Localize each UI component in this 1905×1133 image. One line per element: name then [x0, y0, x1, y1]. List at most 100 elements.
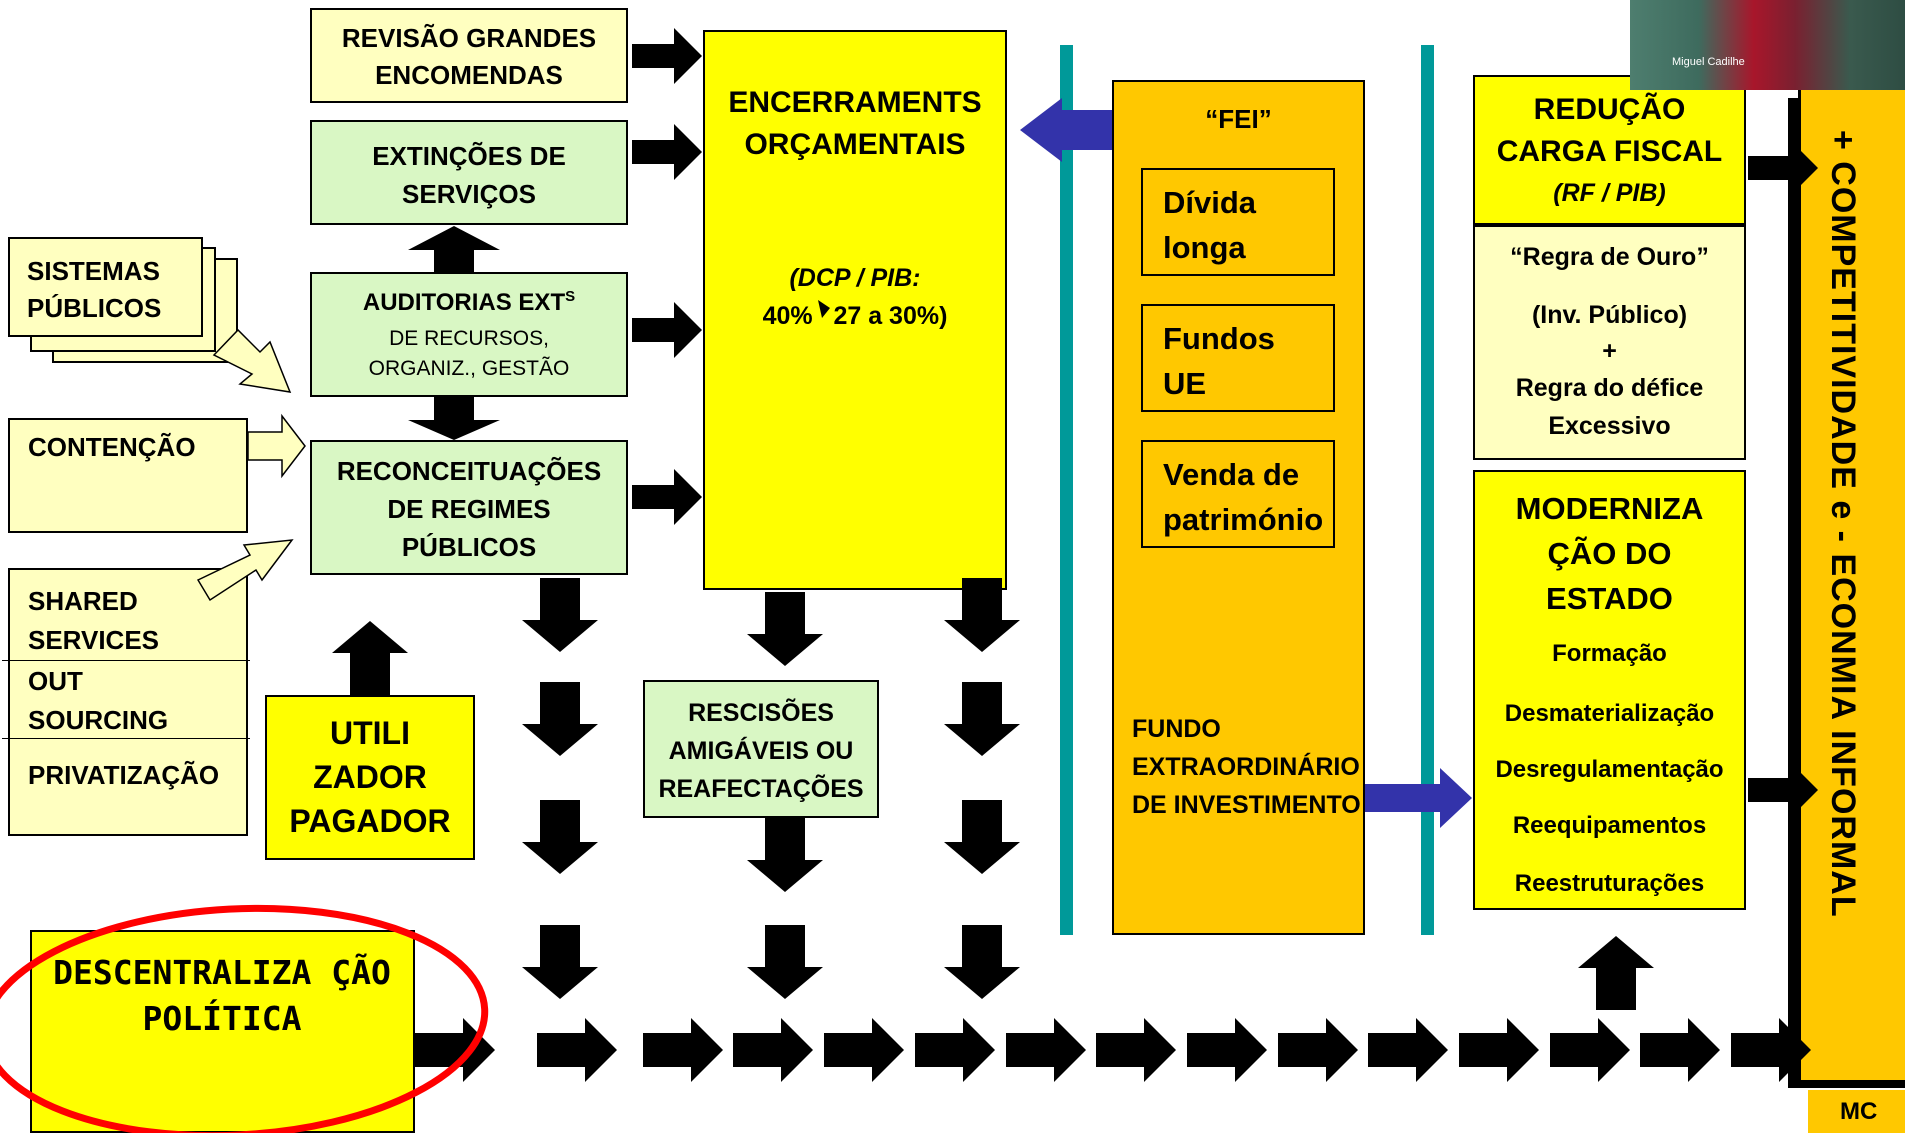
dcp-small-arrow: [818, 300, 830, 318]
arrow-reconceituacoes-to-encerramentos: [632, 469, 702, 525]
arrow-bottom-5: [824, 1018, 904, 1082]
competitividade-bar: + COMPETITIVIDADE e - ECONMIA INFORMAL: [1798, 90, 1905, 1080]
dcp-values: 40% 27 a 30%): [762, 302, 948, 330]
teal-divider-left: [1060, 45, 1073, 935]
revisao-box: REVISÃO GRANDES ENCOMENDAS: [310, 8, 628, 103]
mod-item-desregulamentacao: Desregulamentação: [1495, 756, 1724, 783]
auditorias-title: AUDITORIAS EXTS: [322, 288, 616, 317]
plus-label: +: [1602, 337, 1617, 365]
arrow-bottom-7: [1006, 1018, 1086, 1082]
arrow-bottom-6: [915, 1018, 995, 1082]
modernizacao-box: MODERNIZA ÇÃO DO ESTADO Formação Desmate…: [1473, 470, 1746, 910]
arrow-fei-to-encerramentos: [1020, 98, 1112, 162]
arrow-bottom-11: [1368, 1018, 1448, 1082]
arrow-down-c1-r3: [522, 800, 598, 874]
book-author-label: Miguel Cadilhe: [1672, 56, 1745, 68]
arrow-bottom-4: [733, 1018, 813, 1082]
arrow-bottom-12: [1459, 1018, 1539, 1082]
extincoes-box: EXTINÇÕES DE SERVIÇOS: [310, 120, 628, 225]
extincoes-label: EXTINÇÕES DE SERVIÇOS: [372, 141, 566, 209]
dcp-label: (DCP / PIB:: [789, 264, 921, 292]
shared-outsourcing-privatizacao-box: SHARED SERVICES OUT SOURCING PRIVATIZAÇÃ…: [2, 568, 250, 836]
arrow-down-c3-r1: [944, 578, 1020, 652]
arrow-bottom-8: [1096, 1018, 1176, 1082]
regra-defice-label: Regra do défice Excessivo: [1515, 374, 1704, 440]
arrow-extincoes-to-encerramentos: [632, 124, 702, 180]
book-cover: Miguel Cadilhe: [1630, 0, 1905, 90]
contencao-box: CONTENÇÃO: [8, 418, 248, 533]
utilizador-label: UTILI ZADOR PAGADOR: [289, 715, 451, 839]
arrow-down-c1-r1: [522, 578, 598, 652]
rescisoes-label: RESCISÕES AMIGÁVEIS OU REAFECTAÇÕES: [658, 699, 864, 803]
arrow-bottom-9: [1187, 1018, 1267, 1082]
arrow-fei-to-modernizacao: [1365, 768, 1472, 828]
reducao-box: REDUÇÃO CARGA FISCAL (RF / PIB): [1473, 75, 1746, 225]
mod-item-formacao: Formação: [1552, 640, 1667, 667]
teal-divider-right: [1421, 45, 1434, 935]
fei-label: “FEI”: [1205, 104, 1272, 134]
fei-box: “FEI” Dívida longa Fundos UE Venda de pa…: [1112, 80, 1365, 935]
encerramentos-box: ENCERRAMENTS ORÇAMENTAIS (DCP / PIB: 40%…: [703, 30, 1007, 590]
mc-tag: MC: [1808, 1090, 1905, 1133]
divida-box: Dívida longa: [1141, 168, 1335, 276]
shared-services-label: SHARED SERVICES: [28, 586, 160, 655]
divider-line-2: [2, 738, 250, 739]
arrow-down-c2-r2: [747, 818, 823, 892]
arrow-bottom-3: [643, 1018, 723, 1082]
regra-box: “Regra de Ouro” (Inv. Público) + Regra d…: [1473, 225, 1746, 460]
arrow-down-c1-r2: [522, 682, 598, 756]
regra-ouro-label: “Regra de Ouro”: [1510, 243, 1709, 271]
arrow-auditorias-down: [408, 397, 500, 440]
mod-item-reestruturacoes: Reestruturações: [1514, 870, 1705, 897]
arrow-down-c2-r1: [747, 592, 823, 666]
arrow-down-c1-r4: [522, 925, 598, 999]
sistemas-box: SISTEMAS PÚBLICOS: [8, 237, 203, 337]
arrow-bottom-13: [1550, 1018, 1630, 1082]
auditorias-box: AUDITORIAS EXTS DE RECURSOS, ORGANIZ., G…: [310, 272, 628, 397]
modernizacao-label: MODERNIZA ÇÃO DO ESTADO: [1515, 491, 1704, 616]
arrow-sistemas-to-reconceituacoes: [212, 328, 292, 393]
arrow-down-c3-r3: [944, 800, 1020, 874]
arrow-down-c2-r3: [747, 925, 823, 999]
arrow-revisao-to-encerramentos: [632, 28, 702, 84]
arrow-contencao-to-reconceituacoes: [247, 413, 306, 479]
divider-line-1: [2, 660, 250, 661]
auditorias-title-text: AUDITORIAS EXT: [362, 289, 566, 316]
auditorias-title-sup: S: [565, 288, 576, 305]
mod-item-reequipamentos: Reequipamentos: [1512, 812, 1707, 839]
descentralizacao-highlight-ellipse: [0, 904, 489, 1133]
arrow-bottom-2: [537, 1018, 617, 1082]
mc-label: MC: [1840, 1098, 1878, 1125]
reducao-label: REDUÇÃO CARGA FISCAL: [1496, 93, 1723, 168]
privatizacao-label: PRIVATIZAÇÃO: [28, 760, 220, 790]
mod-item-desmaterializacao: Desmaterialização: [1504, 700, 1715, 727]
arrow-down-c3-r2: [944, 682, 1020, 756]
competitividade-label: + COMPETITIVIDADE e - ECONMIA INFORMAL: [1824, 130, 1862, 918]
arrow-bottom-14: [1640, 1018, 1720, 1082]
arrow-bottom-15: [1731, 1018, 1811, 1082]
fundo-extra-label: FUNDO EXTRAORDINÁRIO DE INVESTIMENTO: [1132, 715, 1361, 819]
arrow-modernizacao-to-competitividade: [1748, 762, 1818, 818]
arrow-down-c3-r4: [944, 925, 1020, 999]
reconceituacoes-label: RECONCEITUAÇÕES DE REGIMES PÚBLICOS: [336, 456, 602, 562]
sistemas-label: SISTEMAS PÚBLICOS: [27, 256, 162, 323]
arrow-up-to-modernizacao: [1578, 936, 1654, 1010]
auditorias-sub: DE RECURSOS, ORGANIZ., GESTÃO: [368, 327, 570, 380]
inv-publico-label: (Inv. Público): [1531, 301, 1688, 329]
revisao-label: REVISÃO GRANDES ENCOMENDAS: [341, 23, 597, 90]
arrow-auditorias-up: [408, 226, 500, 272]
divida-label: Dívida longa: [1163, 185, 1257, 265]
venda-box: Venda de património: [1141, 440, 1335, 548]
outsourcing-label: OUT SOURCING: [28, 666, 169, 735]
arrow-utilizador-up: [332, 621, 408, 695]
descentralizacao-box: DESCENTRALIZA ÇÃO POLÍTICA: [30, 930, 415, 1133]
arrow-bottom-10: [1278, 1018, 1358, 1082]
descentralizacao-label: DESCENTRALIZA ÇÃO POLÍTICA: [53, 953, 391, 1038]
contencao-label: CONTENÇÃO: [28, 432, 196, 462]
encerramentos-label: ENCERRAMENTS ORÇAMENTAIS: [728, 86, 982, 161]
arrow-reducao-to-competitividade: [1748, 140, 1818, 196]
rescisoes-box: RESCISÕES AMIGÁVEIS OU REAFECTAÇÕES: [643, 680, 879, 818]
fundos-label: Fundos UE: [1163, 321, 1275, 401]
rf-pib-label: (RF / PIB): [1553, 179, 1666, 207]
